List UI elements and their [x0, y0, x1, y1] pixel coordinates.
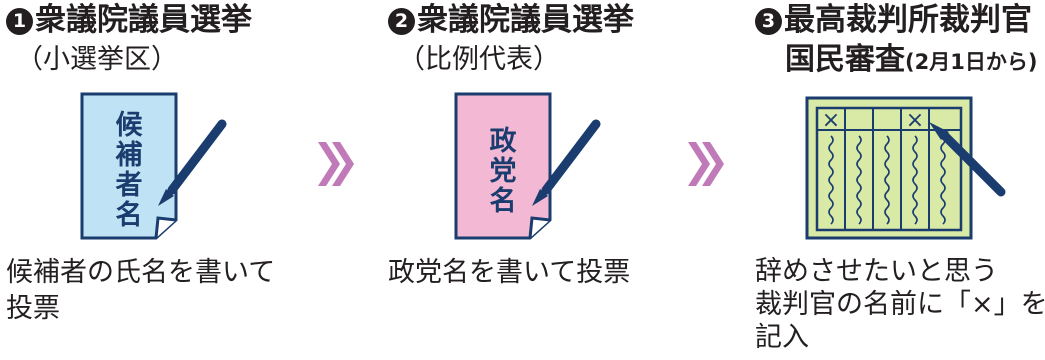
step-number-badge: 3	[755, 8, 782, 35]
step-3-subtitle: 国民審査(2月1日から)	[785, 42, 1038, 77]
step-number-badge: 1	[6, 8, 33, 35]
pen-icon	[158, 119, 227, 206]
paper-char-2: 補	[115, 140, 143, 171]
x-mark: ×	[906, 108, 924, 133]
step-number-badge: 2	[388, 8, 415, 35]
chevron-right-icon	[318, 142, 354, 186]
paper-char-1: 候	[116, 110, 144, 141]
paper-char-2: 党	[490, 156, 517, 187]
paper-char-1: 政	[490, 126, 517, 157]
review-ballot-icon: × ×	[805, 96, 1006, 240]
name-squiggles	[828, 135, 946, 225]
chevron-right-icon	[688, 142, 724, 186]
paper-char-3: 者	[116, 170, 143, 201]
ballot-paper-party-icon: 政 党 名	[454, 92, 601, 240]
step-2-description: 政党名を書いて投票	[388, 257, 631, 288]
step-2-subtitle: （比例代表）	[398, 44, 560, 75]
pen-icon	[532, 119, 601, 206]
ballot-paper-candidate-icon: 候 補 者 名	[80, 92, 227, 240]
step-3-description: 辞めさせたいと思う 裁判官の名前に「×」を 記入	[755, 256, 1045, 353]
step-1-subtitle: （小選挙区）	[16, 44, 178, 75]
paper-char-4: 名	[116, 199, 143, 231]
step-1-description: 候補者の氏名を書いて 投票	[6, 257, 276, 324]
pen-icon	[929, 122, 1006, 197]
x-mark: ×	[822, 108, 840, 133]
paper-char-3: 名	[490, 185, 517, 217]
